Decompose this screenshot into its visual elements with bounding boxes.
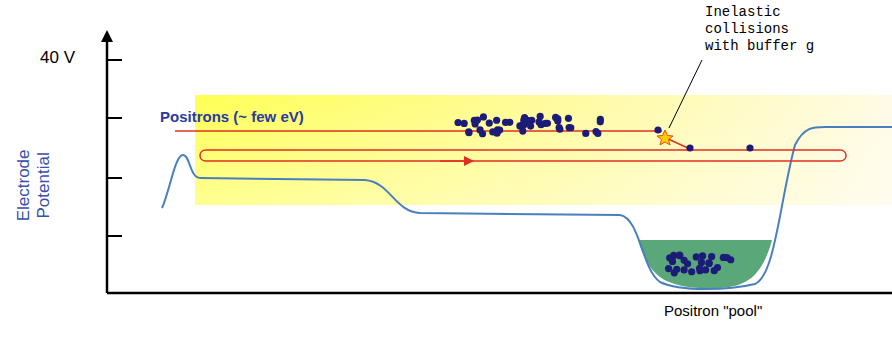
positron-dot — [493, 117, 500, 124]
positron-dot — [597, 118, 604, 125]
x-axis — [107, 292, 892, 295]
positron-dot — [476, 126, 483, 133]
positron-dot — [720, 254, 727, 261]
positron-dot — [502, 119, 509, 126]
positron-dot — [711, 267, 718, 274]
positron-dot — [654, 126, 661, 133]
leader-line — [669, 60, 702, 128]
axis-value: 40 V — [40, 48, 75, 68]
positron-dot — [474, 116, 481, 123]
callout-note: Inelastic collisions with buffer g — [705, 4, 830, 54]
positron-dot — [696, 265, 703, 272]
positron-dot — [465, 129, 472, 136]
positron-dot — [519, 127, 526, 134]
direction-arrow — [440, 160, 472, 162]
incoming-trajectory — [175, 130, 662, 132]
positron-dot — [461, 120, 468, 127]
positron-dot — [486, 119, 493, 126]
positron-dot — [582, 130, 589, 137]
positron-dots — [454, 113, 753, 277]
positron-dot — [688, 268, 695, 275]
positron-dot — [746, 144, 753, 151]
positron-dot — [465, 128, 472, 135]
positron-dot — [665, 265, 672, 272]
positron-dot — [493, 130, 500, 137]
positron-dot — [544, 120, 551, 127]
positron-dot — [521, 114, 528, 121]
positron-dot — [592, 128, 599, 135]
positron-dot — [673, 266, 680, 273]
positron-dot — [705, 259, 712, 266]
positron-dot — [554, 117, 561, 124]
positron-dot — [680, 266, 687, 273]
beam-label: Positrons (~ few eV) — [160, 108, 304, 126]
positron-dot — [699, 252, 706, 259]
positron-dot — [686, 144, 693, 151]
positron-dot — [565, 115, 572, 122]
pool-label: Positron "pool" — [664, 302, 762, 320]
positron-dot — [521, 120, 528, 127]
axis-title: Electrode Potential — [14, 120, 55, 250]
positron-dot — [556, 126, 563, 133]
positron-dot — [566, 124, 573, 131]
positron-dot — [454, 119, 461, 126]
axis-ticks — [107, 60, 122, 236]
positron-dot — [537, 113, 544, 120]
positron-dot — [693, 253, 700, 260]
potential-curve — [162, 127, 892, 289]
trapped-orbit — [200, 150, 846, 161]
positron-dot — [676, 251, 683, 258]
positron-dot — [706, 260, 713, 267]
y-axis — [106, 40, 109, 293]
positron-dot — [669, 258, 676, 265]
positron-dot — [708, 253, 715, 260]
